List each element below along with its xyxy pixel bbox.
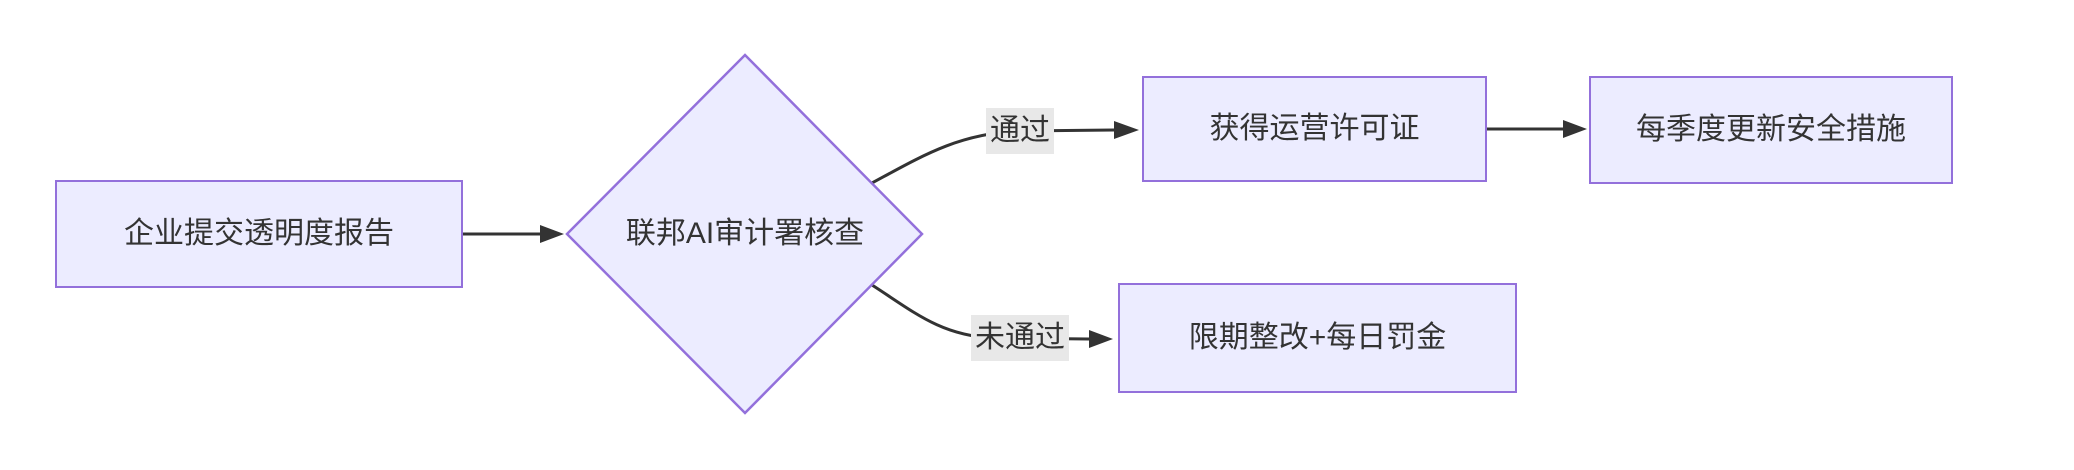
node-quarterly-update-label: 每季度更新安全措施 — [1636, 113, 1906, 146]
arrowhead-license-to-update — [1563, 120, 1587, 138]
node-federal-audit-review-label: 联邦AI审计署核查 — [625, 217, 865, 250]
node-obtain-license: 获得运营许可证 — [1142, 76, 1487, 182]
node-submit-report-label: 企业提交透明度报告 — [124, 217, 394, 250]
arrowhead-review-to-license — [1114, 121, 1139, 139]
node-quarterly-update: 每季度更新安全措施 — [1589, 76, 1953, 184]
node-submit-report: 企业提交透明度报告 — [55, 180, 463, 288]
arrowhead-review-to-penalty — [1089, 330, 1113, 348]
decision-node-shape — [565, 53, 924, 415]
edge-label-fail: 未通过 — [971, 315, 1069, 361]
node-obtain-license-label: 获得运营许可证 — [1209, 112, 1420, 145]
node-rectify-fine: 限期整改+每日罚金 — [1118, 283, 1517, 393]
arrowhead-submit-to-review — [540, 225, 564, 243]
edge-label-pass: 通过 — [986, 108, 1054, 154]
node-rectify-fine-label: 限期整改+每日罚金 — [1188, 321, 1447, 354]
